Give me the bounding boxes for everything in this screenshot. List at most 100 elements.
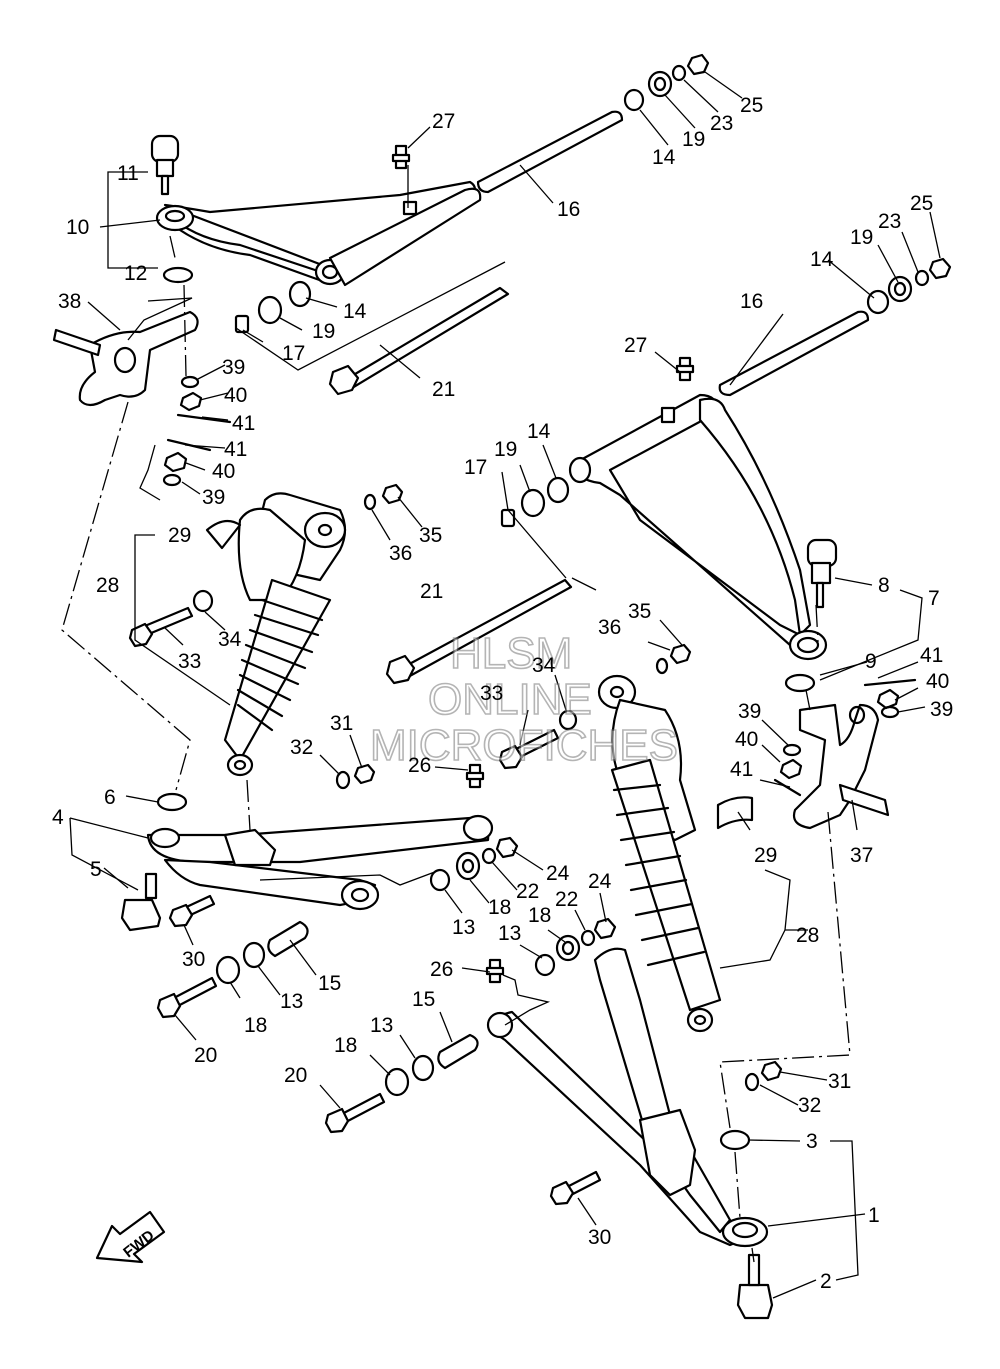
- pivot-shaft-16b: [718, 310, 870, 397]
- washer-36a: [363, 493, 377, 511]
- callout-19: 19: [312, 320, 335, 343]
- callout-39: 39: [202, 486, 225, 509]
- callout-29: 29: [168, 524, 191, 547]
- callout-35: 35: [628, 600, 651, 623]
- knuckle-left: [52, 310, 199, 407]
- callout-10: 10: [66, 216, 89, 239]
- bolt-30a: [168, 894, 216, 928]
- washer-32b: [744, 1072, 760, 1092]
- callout-25: 25: [910, 192, 933, 215]
- callout-16: 16: [740, 290, 763, 313]
- callout-27: 27: [432, 110, 455, 133]
- knuckle-right: [792, 703, 890, 830]
- callout-21: 21: [420, 580, 443, 603]
- callout-32: 32: [290, 736, 313, 759]
- callout-22: 22: [555, 888, 578, 911]
- callout-17: 17: [464, 456, 487, 479]
- callout-18: 18: [334, 1034, 357, 1057]
- spacers-lower-left: [215, 920, 309, 985]
- nut-35a: [381, 483, 404, 505]
- callout-14: 14: [810, 248, 834, 271]
- callout-40: 40: [735, 728, 758, 751]
- callout-41: 41: [730, 758, 753, 781]
- callout-8: 8: [878, 574, 890, 597]
- callout-4: 4: [52, 806, 64, 829]
- bolt-33b: [498, 728, 560, 770]
- leader-lines: [69, 71, 941, 1299]
- callout-3: 3: [806, 1130, 818, 1153]
- watermark: HLSM ONLINE MICROFICHES: [369, 628, 679, 771]
- callout-18: 18: [528, 904, 551, 927]
- callout-30: 30: [182, 948, 205, 971]
- callout-6: 6: [104, 786, 116, 809]
- callout-33: 33: [178, 650, 201, 673]
- callout-7: 7: [928, 587, 940, 610]
- bolt-30b: [549, 1170, 602, 1206]
- callout-35: 35: [419, 524, 442, 547]
- callout-26: 26: [430, 958, 453, 981]
- nut-31a: [353, 763, 376, 785]
- watermark-line1: HLSM: [450, 629, 572, 678]
- callout-15: 15: [318, 972, 341, 995]
- callout-15: 15: [412, 988, 435, 1011]
- grease-nipple-27a: [391, 144, 411, 170]
- hardware-right: [773, 678, 917, 797]
- nut-31b: [760, 1060, 783, 1082]
- callout-28: 28: [796, 924, 819, 947]
- circlip-12: [162, 266, 194, 284]
- callout-14: 14: [343, 300, 367, 323]
- bolt-21a: [328, 286, 510, 396]
- callout-39: 39: [222, 356, 245, 379]
- washer-32a: [335, 770, 351, 790]
- callout-40: 40: [926, 670, 949, 693]
- callout-5: 5: [90, 858, 102, 881]
- bolt-20a: [156, 976, 218, 1019]
- bushings-top: [623, 53, 710, 112]
- callout-1: 1: [868, 1204, 880, 1227]
- assembly-lines: [61, 235, 851, 1263]
- fwd-arrow: FWD: [95, 1210, 166, 1264]
- grease-nipple-27b: [675, 356, 695, 382]
- callout-34: 34: [218, 628, 242, 651]
- callout-11: 11: [117, 162, 139, 185]
- callout-40: 40: [212, 460, 235, 483]
- spacers-left: [234, 280, 312, 334]
- circlip-6: [156, 792, 188, 812]
- callout-28: 28: [96, 574, 119, 597]
- bolt-21b: [385, 578, 573, 685]
- callout-20: 20: [284, 1064, 307, 1087]
- bushings-lower-left-mid: [429, 836, 519, 892]
- upper-arm-left: [155, 180, 482, 287]
- callout-41: 41: [232, 412, 255, 435]
- callout-21: 21: [432, 378, 455, 401]
- upper-ball-joint-right: [806, 538, 838, 609]
- callout-30: 30: [588, 1226, 611, 1249]
- callout-19: 19: [494, 438, 517, 461]
- callout-41: 41: [920, 644, 943, 667]
- circlip-9: [784, 673, 816, 693]
- callout-14: 14: [527, 420, 551, 443]
- callout-13: 13: [280, 990, 303, 1013]
- circlip-3: [719, 1129, 751, 1151]
- callout-31: 31: [330, 712, 353, 735]
- callout-39: 39: [930, 698, 953, 721]
- callout-19: 19: [682, 128, 705, 151]
- shock-absorber-left: [223, 492, 347, 777]
- ball-joint-2: [736, 1253, 774, 1320]
- callout-12: 12: [124, 262, 147, 285]
- callout-22: 22: [516, 880, 539, 903]
- ball-joint-5: [120, 872, 162, 932]
- callout-33: 33: [480, 682, 503, 705]
- callouts: 27 11 10 12 38 16 14 19 23 25 14 19 17 2…: [52, 94, 953, 1293]
- callout-13: 13: [452, 916, 475, 939]
- callout-24: 24: [546, 862, 570, 885]
- callout-18: 18: [488, 896, 511, 919]
- callout-13: 13: [498, 922, 521, 945]
- nut-35b: [669, 643, 692, 665]
- callout-37: 37: [850, 844, 873, 867]
- callout-9: 9: [865, 650, 877, 673]
- collar-34b: [558, 709, 578, 731]
- callout-23: 23: [710, 112, 733, 135]
- callout-32: 32: [798, 1094, 821, 1117]
